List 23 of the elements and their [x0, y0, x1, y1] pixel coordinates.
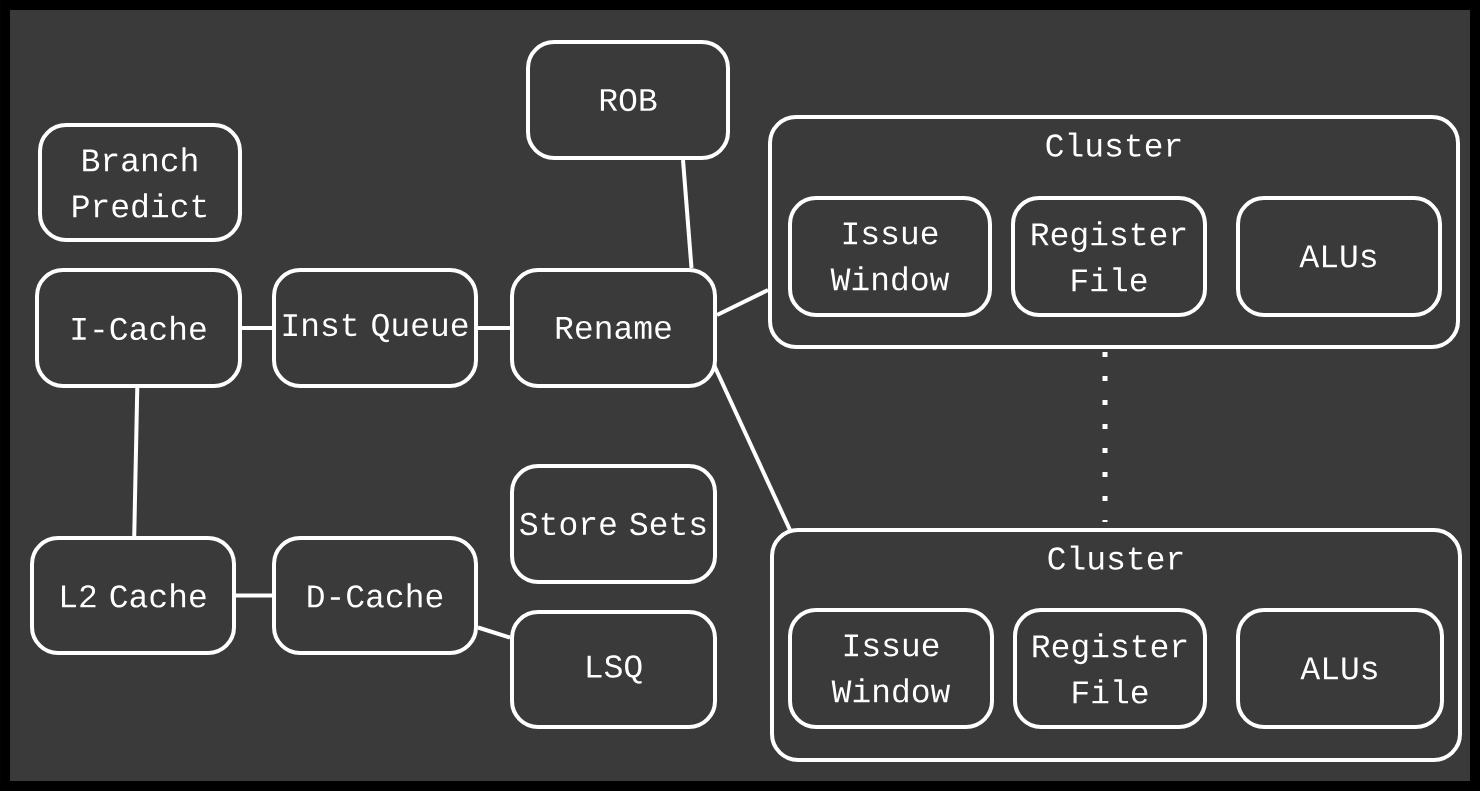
unit-box: Branch Predict — [38, 123, 242, 242]
unit-box: Issue Window — [788, 196, 992, 317]
unit-box: Register File — [1011, 196, 1207, 317]
unit-box: ALUs — [1236, 196, 1442, 317]
unit-box: Issue Window — [788, 608, 994, 729]
unit-box: ROB — [526, 40, 730, 160]
unit-box: Inst Queue — [272, 268, 478, 388]
unit-box: LSQ — [510, 610, 717, 729]
connector-line — [242, 326, 272, 330]
connector-line — [712, 364, 792, 531]
unit-box: Rename — [510, 268, 717, 388]
connector-line — [681, 159, 694, 269]
unit-box: D-Cache — [272, 536, 478, 655]
unit-box: I-Cache — [35, 268, 242, 388]
connector-line — [132, 387, 140, 537]
unit-box: Store Sets — [510, 464, 717, 584]
connector-line — [478, 326, 510, 330]
unit-box: ALUs — [1236, 608, 1444, 729]
connector-line — [236, 593, 272, 598]
unit-box: L2 Cache — [30, 536, 236, 655]
unit-box: Register File — [1013, 608, 1207, 729]
connector-line — [477, 625, 511, 640]
connector-line — [716, 288, 769, 317]
